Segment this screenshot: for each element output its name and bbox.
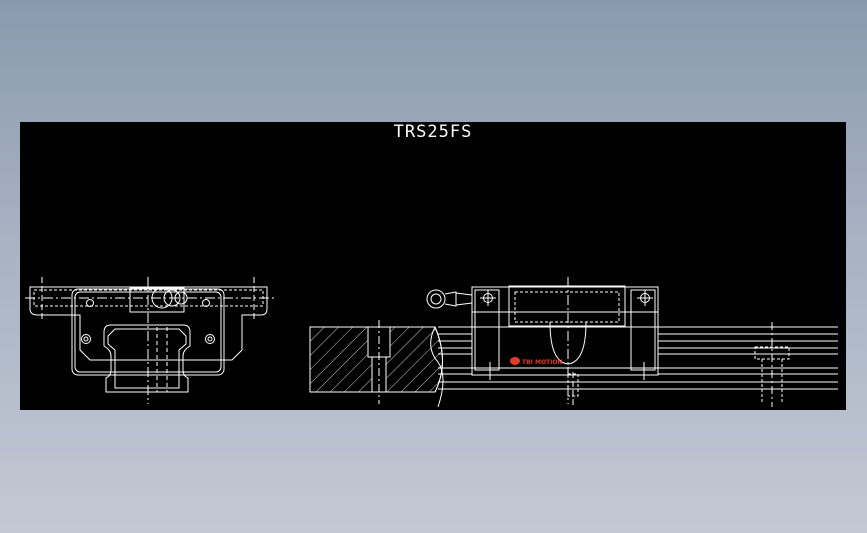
end-view — [25, 277, 275, 404]
tbi-logo: TBI MOTION — [510, 357, 563, 366]
side-view — [309, 277, 838, 408]
cad-drawing: TBI MOTION — [25, 277, 838, 408]
drawing-title: TRS25FS — [393, 122, 473, 142]
cad-viewport[interactable]: TBI MOTION TRS25FS — [20, 122, 846, 410]
logo-text: TBI MOTION — [522, 359, 563, 366]
